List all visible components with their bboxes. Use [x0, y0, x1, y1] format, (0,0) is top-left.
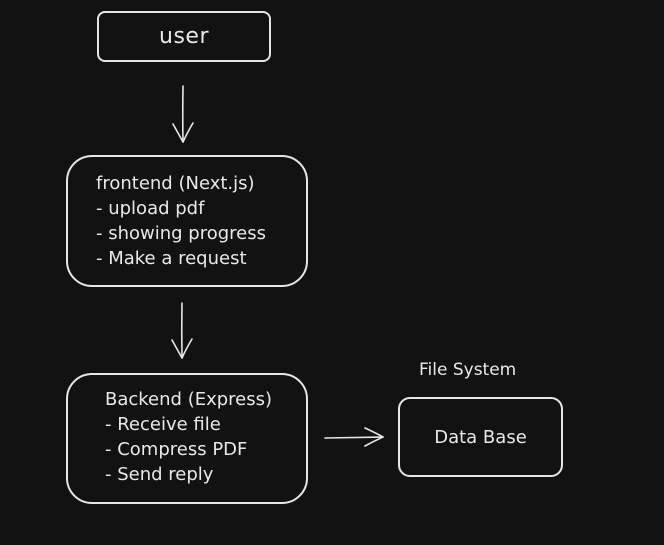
frontend-item: - upload pdf [96, 198, 205, 219]
arrow-frontend-to-backend [171, 302, 193, 359]
backend-item: - Send reply [105, 464, 214, 485]
backend-title: Backend (Express) [105, 389, 273, 410]
user-node: user [97, 11, 271, 62]
database-node: Data Base [398, 397, 563, 477]
database-node-label: Data Base [434, 426, 527, 448]
frontend-title: frontend (Next.js) [96, 173, 255, 194]
frontend-item: - showing progress [96, 223, 266, 244]
backend-node: Backend (Express) - Receive file - Compr… [66, 373, 308, 504]
file-system-label: File System [419, 360, 517, 380]
arrow-backend-to-database [324, 427, 384, 447]
backend-item: - Compress PDF [105, 439, 248, 460]
user-node-label: user [159, 24, 209, 49]
arrow-user-to-frontend [172, 85, 194, 143]
backend-item: - Receive file [105, 414, 221, 435]
frontend-node: frontend (Next.js) - upload pdf - showin… [66, 155, 308, 287]
frontend-item: - Make a request [96, 248, 247, 269]
